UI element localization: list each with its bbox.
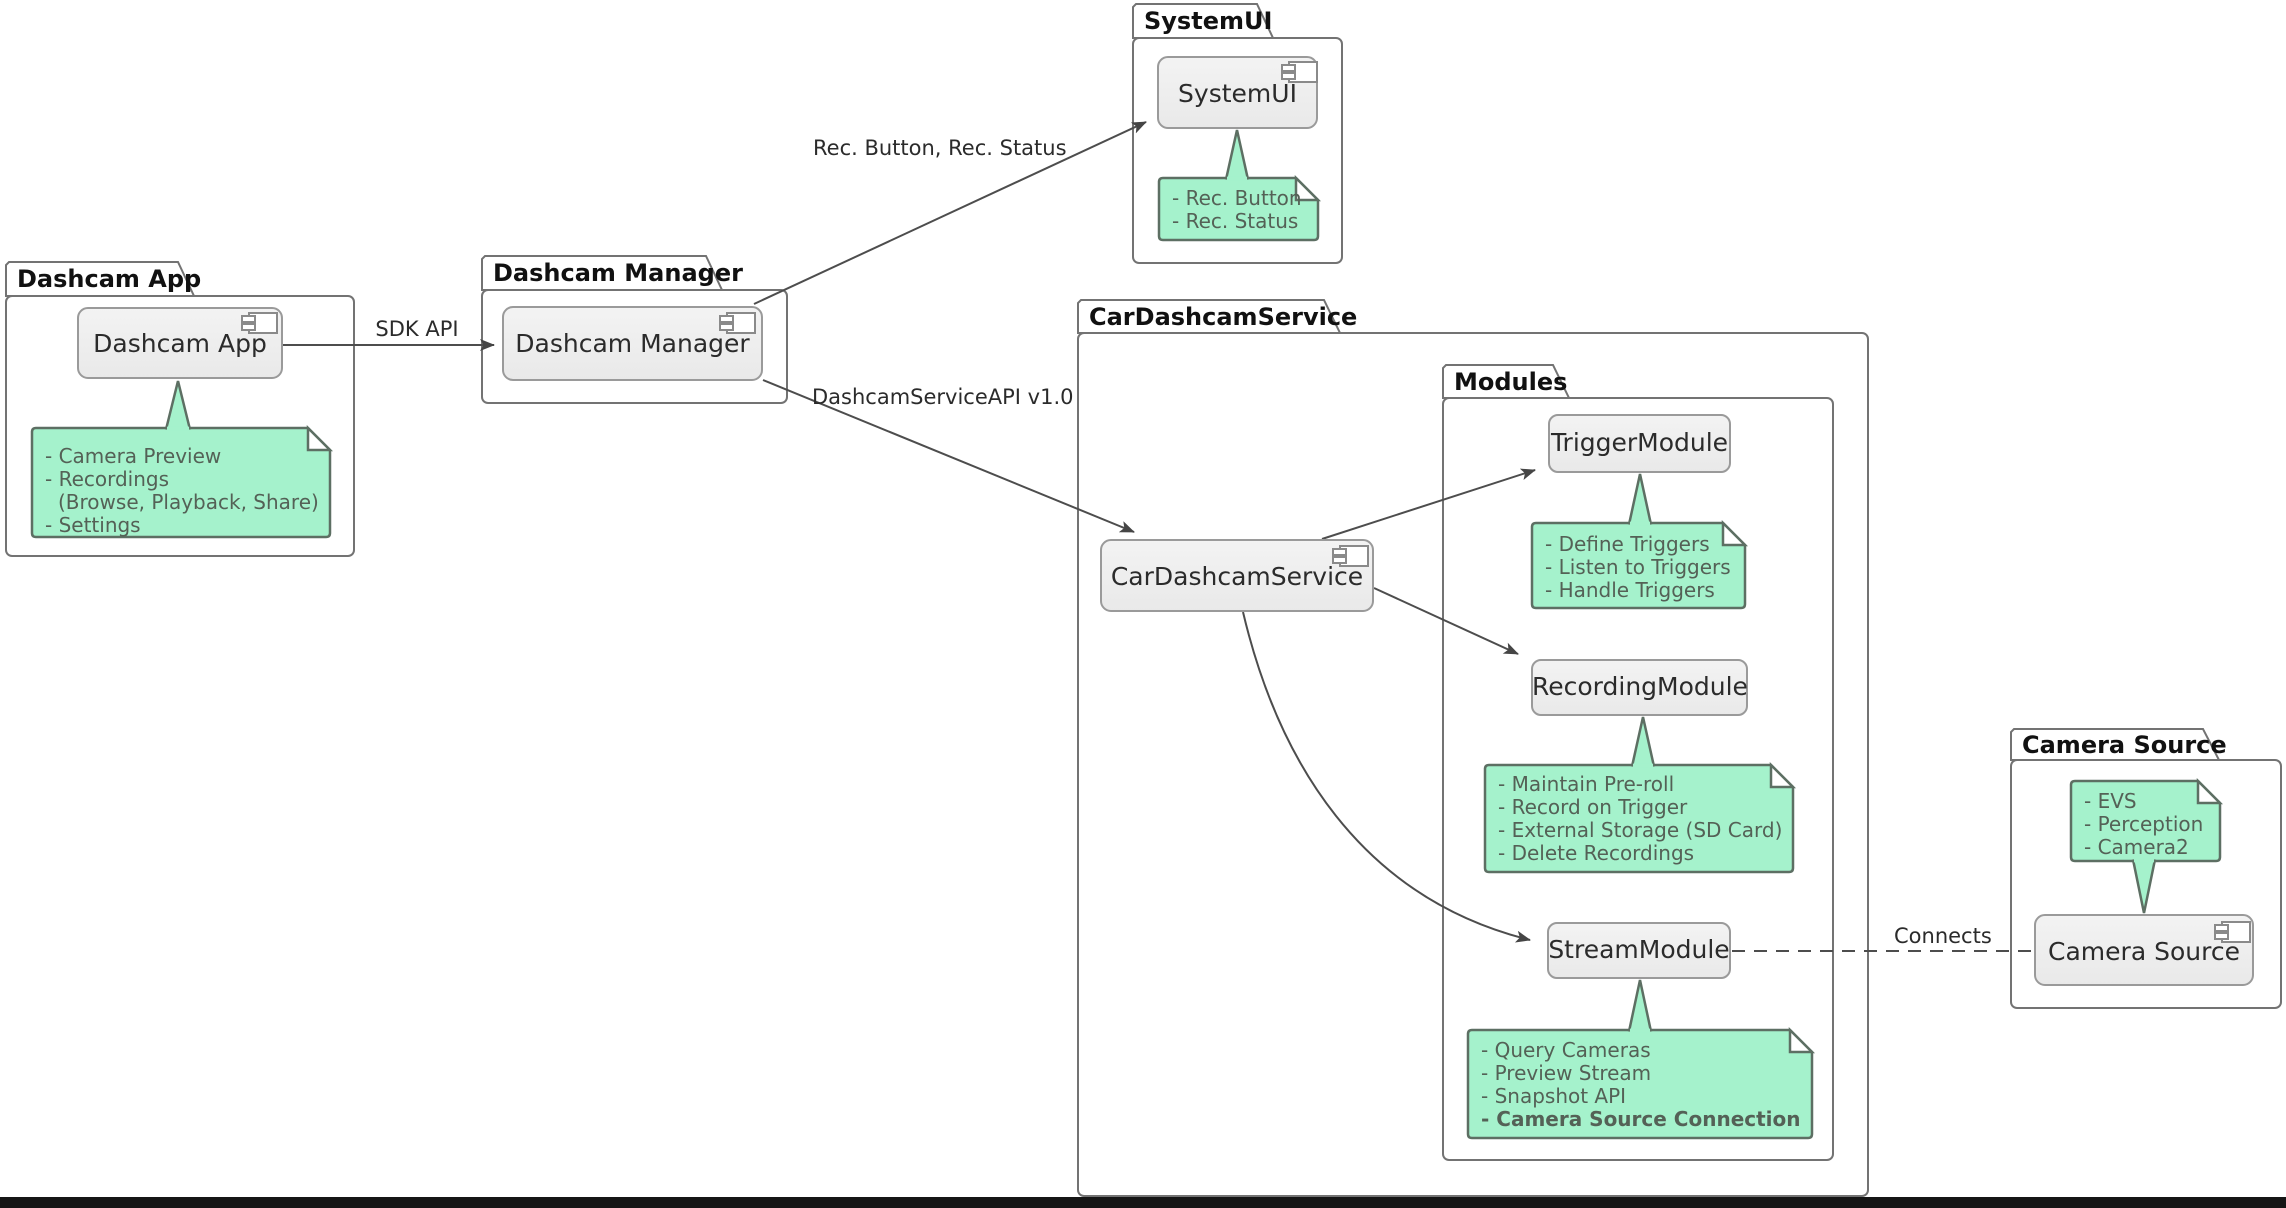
note-streammodule: - Query Cameras - Preview Stream - Snaps… (1481, 1039, 1801, 1131)
edge-label-connects: Connects (1894, 924, 1992, 948)
note-systemui: - Rec. Button - Rec. Status (1172, 187, 1302, 233)
edge-label-rec-button-status: Rec. Button, Rec. Status (813, 136, 1067, 160)
note-line: - External Storage (SD Card) (1498, 818, 1783, 842)
note-systemui-shape (1157, 129, 1322, 242)
component-boxes (77, 56, 2254, 986)
component-streammodule-box (1547, 922, 1731, 979)
package-title-cardashcamservice: CarDashcamService (1089, 303, 1358, 331)
edge-service-to-trigger (1321, 468, 1536, 540)
edge-service-to-stream (1242, 611, 1531, 943)
note-dashcam-app: - Camera Preview - Recordings (Browse, P… (45, 445, 319, 537)
package-title-dashcam-manager: Dashcam Manager (493, 259, 743, 287)
edge-rec-button-status (753, 121, 1147, 305)
note-triggermodule: - Define Triggers - Listen to Triggers -… (1545, 533, 1731, 602)
note-triggermodule-shape (1530, 473, 1749, 610)
note-line: - Listen to Triggers (1545, 555, 1731, 579)
component-systemui-box (1157, 56, 1318, 129)
edge-label-sdk-api: SDK API (375, 317, 459, 341)
note-line: - Perception (2084, 812, 2204, 836)
component-icon-cardashcamservice (1332, 545, 1369, 567)
component-cardashcamservice-box (1100, 539, 1374, 612)
component-label-cardashcamservice: CarDashcamService (1110, 562, 1364, 591)
note-line: - Handle Triggers (1545, 578, 1715, 602)
component-recordingmodule-box (1531, 659, 1748, 716)
component-icon-systemui (1281, 61, 1318, 83)
note-line: - Define Triggers (1545, 532, 1710, 556)
component-icons (241, 61, 2251, 943)
component-label-dashcam-app: Dashcam App (93, 329, 267, 358)
note-line: - Rec. Status (1172, 209, 1299, 233)
component-label-dashcam-manager: Dashcam Manager (515, 329, 750, 358)
note-line: - EVS (2084, 789, 2137, 813)
component-icon-dashcam-manager (719, 312, 756, 334)
note-dashcam-app-shape (30, 380, 334, 539)
note-line: (Browse, Playback, Share) (58, 490, 319, 514)
note-line: - Rec. Button (1172, 186, 1302, 210)
note-line: - Query Cameras (1481, 1038, 1651, 1062)
diagram-edges (283, 121, 2031, 952)
note-streammodule-shape (1466, 979, 1816, 1140)
package-title-modules: Modules (1454, 368, 1568, 396)
component-dashcam-app-box (77, 307, 283, 379)
component-camera-source-box (2034, 914, 2254, 986)
edge-label-dashcam-service-api: DashcamServiceAPI v1.0 (812, 385, 1074, 409)
note-line: - Maintain Pre-roll (1498, 772, 1675, 796)
note-recordingmodule-shape (1483, 716, 1797, 874)
note-camera-source: - EVS - Perception - Camera2 (2084, 790, 2203, 859)
component-label-streammodule: StreamModule (1548, 935, 1730, 964)
edge-dashcam-service-api (762, 379, 1135, 533)
component-label-triggermodule: TriggerModule (1550, 428, 1729, 457)
component-label-camera-source: Camera Source (2048, 937, 2240, 966)
note-line: - Settings (45, 513, 141, 537)
component-triggermodule-box (1548, 414, 1731, 473)
note-line: - Delete Recordings (1498, 841, 1695, 865)
bottom-bar (0, 1197, 2286, 1208)
note-line: - Camera Source Connection (1481, 1107, 1801, 1131)
note-line: - Camera Preview (45, 444, 222, 468)
note-line: - Preview Stream (1481, 1061, 1652, 1085)
component-icon-dashcam-app (241, 312, 278, 334)
note-recordingmodule: - Maintain Pre-roll - Record on Trigger … (1498, 773, 1782, 865)
edge-service-to-recording (1373, 587, 1519, 655)
component-label-systemui: SystemUI (1178, 79, 1297, 108)
component-label-recordingmodule: RecordingModule (1532, 672, 1748, 701)
component-icon-camera-source (2214, 921, 2251, 943)
note-line: - Camera2 (2084, 835, 2189, 859)
note-line: - Snapshot API (1481, 1084, 1627, 1108)
note-shapes (30, 129, 2224, 1140)
note-line: - Record on Trigger (1498, 795, 1688, 819)
package-title-dashcam-app: Dashcam App (17, 265, 202, 293)
package-title-camera-source: Camera Source (2022, 731, 2227, 759)
component-dashcam-manager-box (502, 306, 763, 381)
note-line: - Recordings (45, 467, 170, 491)
note-camera-source-shape (2069, 777, 2224, 914)
package-title-systemui: SystemUI (1144, 7, 1273, 35)
